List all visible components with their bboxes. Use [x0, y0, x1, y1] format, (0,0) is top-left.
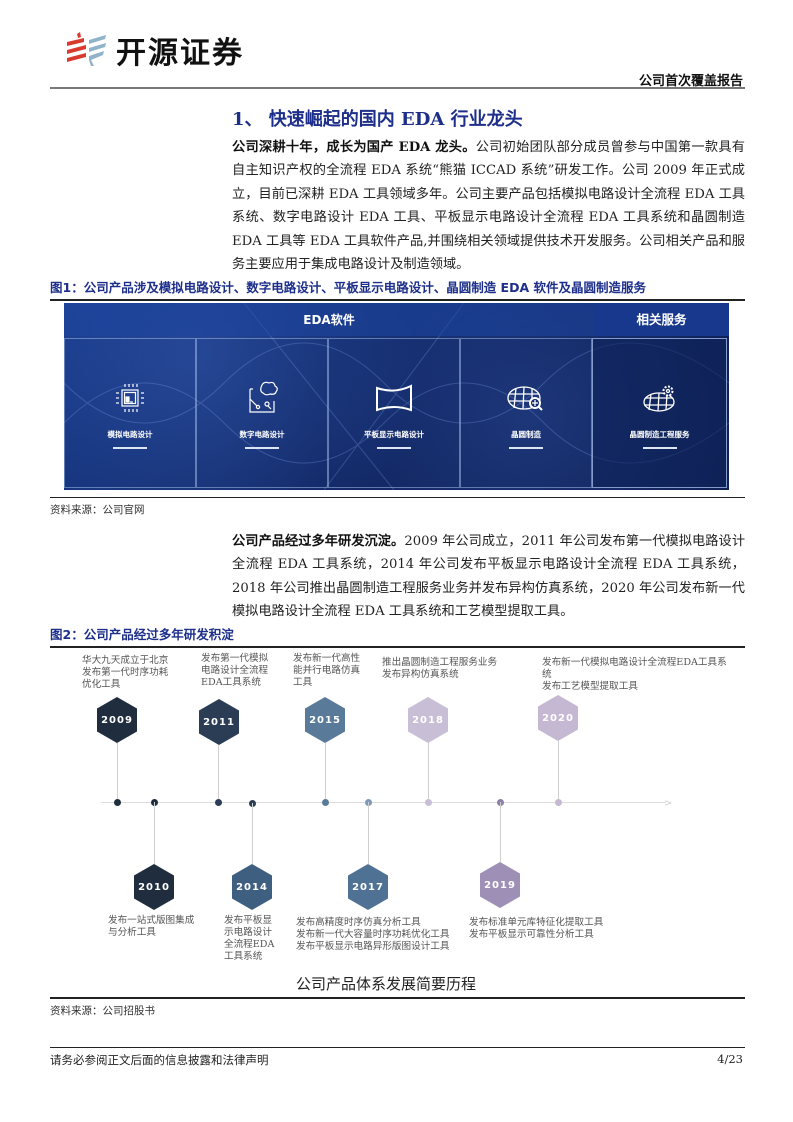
curved-panel-icon — [374, 381, 414, 415]
event-text-2010: 发布一站式版图集成 与分析工具 — [108, 915, 195, 938]
event-text-2018: 推出晶圆制造工程服务业务 发布异构仿真系统 — [382, 657, 498, 680]
timeline-dot — [215, 799, 222, 806]
timeline-dot — [555, 799, 562, 806]
product-flat-panel-circuit: 平板显示电路设计 — [328, 338, 460, 488]
connector — [368, 802, 369, 864]
paragraph-body: 2009 年公司成立，2011 年公司发布第一代模拟电路设计全流程 EDA 工具… — [232, 534, 746, 620]
timeline-caption: 公司产品体系发展简要历程 — [296, 975, 477, 993]
service-wafer-engineering: 晶圆制造工程服务 — [592, 338, 727, 488]
connector — [500, 802, 501, 862]
year-hex-2017: 2017 — [348, 864, 388, 910]
service-label: 晶圆制造工程服务 — [629, 430, 690, 439]
timeline-dot — [322, 799, 329, 806]
year-hex-2019: 2019 — [480, 862, 520, 908]
product-label: 数字电路设计 — [239, 430, 285, 439]
product-label: 模拟电路设计 — [107, 430, 153, 439]
year-hex-2009: 2009 — [97, 697, 137, 743]
figure1-bottom-rule — [50, 497, 745, 498]
year-hex-2018: 2018 — [408, 697, 448, 743]
paragraph-company-intro: 公司深耕十年，成长为国产 EDA 龙头。公司初始团队部分成员曾参与中国第一款具有… — [232, 136, 745, 276]
label-underline — [113, 447, 147, 449]
chip-icon — [110, 381, 150, 415]
connector — [218, 745, 219, 802]
report-type: 公司首次覆盖报告 — [638, 74, 743, 89]
label-underline — [377, 447, 411, 449]
footer-disclaimer: 请务必参阅正文后面的信息披露和法律声明 — [50, 1053, 269, 1067]
event-text-2020: 发布新一代模拟电路设计全流程EDA工具系统 发布工艺模型提取工具 — [542, 657, 727, 692]
paragraph-lead: 公司深耕十年，成长为国产 EDA 龙头。 — [232, 140, 476, 155]
year-hex-2020: 2020 — [538, 695, 578, 741]
label-underline — [245, 447, 279, 449]
figure2-source: 资料来源：公司招股书 — [50, 1005, 155, 1017]
section-title: 1、 快速崛起的国内 EDA 行业龙头 — [232, 109, 523, 130]
product-wafer-manufacturing: 晶圆制造 — [460, 338, 592, 488]
figure2-bottom-rule — [50, 997, 745, 999]
event-text-2014: 发布平板显 示电路设计 全流程EDA 工具系统 — [224, 915, 275, 962]
product-analog-circuit: 模拟电路设计 — [64, 338, 196, 488]
connector — [117, 743, 118, 802]
connector — [252, 803, 253, 864]
product-label: 平板显示电路设计 — [364, 430, 424, 439]
timeline-axis — [101, 802, 666, 803]
product-label: 晶圆制造 — [511, 430, 541, 439]
wafer-magnifier-icon — [506, 381, 546, 415]
year-hex-2015: 2015 — [305, 697, 345, 743]
wafer-gear-icon — [640, 381, 680, 415]
timeline-diagram: > 华大九天成立于北京 发布第一代时序功耗 优化工具 2009 发布第一代模拟 … — [64, 645, 729, 995]
figure1-source: 资料来源：公司官网 — [50, 504, 145, 516]
event-text-2009: 华大九天成立于北京 发布第一代时序功耗 优化工具 — [82, 655, 169, 690]
related-services-header: 相关服务 — [594, 303, 729, 336]
figure1-product-panel: EDA软件 相关服务 模拟电路设计 — [64, 303, 729, 490]
eda-software-header: EDA软件 — [303, 313, 355, 327]
arrow-right-icon: > — [664, 798, 673, 809]
event-text-2015: 发布新一代高性 能并行电路仿真 工具 — [293, 653, 361, 688]
logo-mark-icon — [64, 30, 112, 70]
year-hex-2014: 2014 — [232, 864, 272, 910]
figure2-title: 图2：公司产品经过多年研发积淀 — [50, 624, 745, 648]
timeline-dot — [425, 799, 432, 806]
event-text-2011: 发布第一代模拟 电路设计全流程 EDA工具系统 — [201, 653, 269, 688]
paragraph-body: 公司初始团队部分成员曾参与中国第一款具有自主知识产权的全流程 EDA 系统“熊猫… — [232, 140, 745, 273]
brand-logo: 开源证券 — [64, 28, 294, 72]
eda-band — [64, 303, 594, 336]
brand-name: 开源证券 — [116, 36, 244, 71]
brain-circuit-icon — [242, 381, 282, 415]
paragraph-lead: 公司产品经过多年研发沉淀。 — [232, 534, 405, 549]
paragraph-history: 公司产品经过多年研发沉淀。2009 年公司成立，2011 年公司发布第一代模拟电… — [232, 530, 745, 624]
timeline-dot — [114, 799, 121, 806]
year-hex-2011: 2011 — [199, 699, 239, 745]
header-divider — [50, 87, 745, 89]
year-hex-2010: 2010 — [134, 864, 174, 910]
label-underline — [509, 447, 543, 449]
connector — [325, 743, 326, 802]
figure1-title: 图1：公司产品涉及模拟电路设计、数字电路设计、平板显示电路设计、晶圆制造 EDA… — [50, 277, 745, 301]
connector — [558, 741, 559, 802]
connector — [154, 802, 155, 864]
event-text-2019: 发布标准单元库特征化提取工具 发布平板显示可靠性分析工具 — [469, 917, 604, 940]
connector — [428, 743, 429, 802]
label-underline — [642, 447, 677, 449]
event-text-2017: 发布高精度时序仿真分析工具 发布新一代大容量时序功耗优化工具 发布平板显示电路异… — [296, 917, 450, 952]
footer-divider — [50, 1047, 745, 1048]
product-digital-circuit: 数字电路设计 — [196, 338, 328, 488]
page-number: 4/23 — [717, 1052, 743, 1066]
